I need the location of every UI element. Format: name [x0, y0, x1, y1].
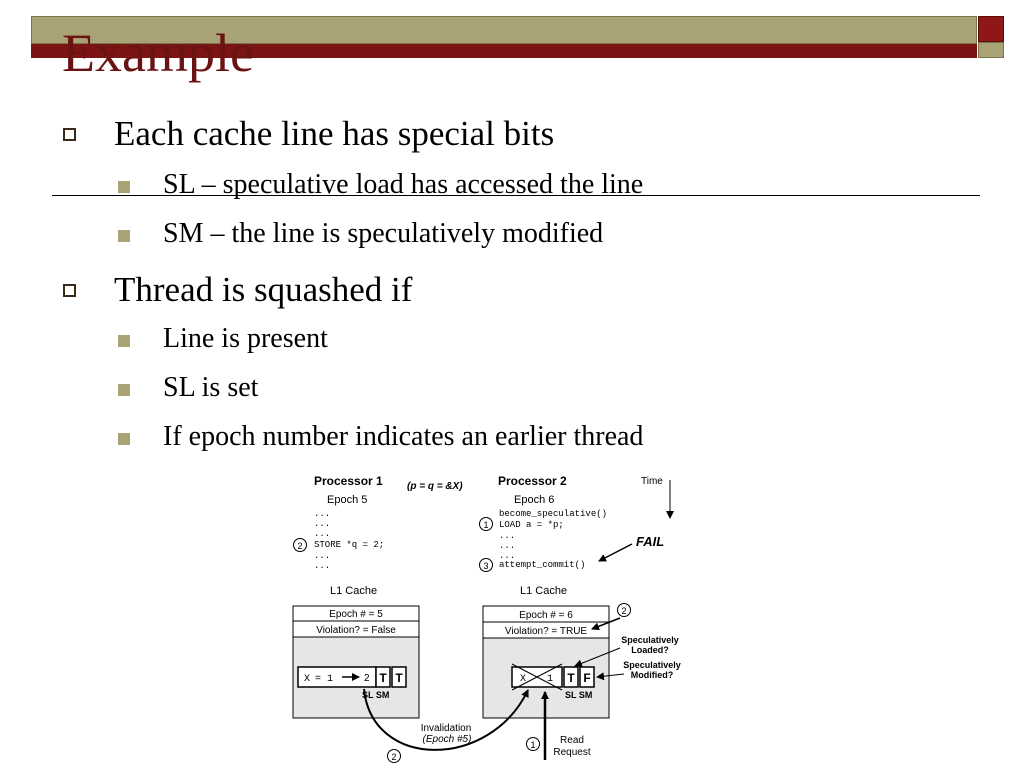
step-2-circle-icon — [387, 749, 401, 763]
bullet-1-text: Each cache line has special bits — [114, 114, 555, 153]
step-2-number: 2 — [297, 541, 302, 551]
step-1-number: 1 — [530, 740, 535, 750]
square-bullet-icon — [118, 335, 130, 347]
step-2-number: 2 — [621, 606, 626, 616]
cache-1-sl-value: T — [379, 671, 387, 685]
cache-1-violation-row — [292, 620, 420, 638]
header-olive-bar — [31, 16, 977, 44]
spec-modified-arrow-icon — [596, 672, 625, 681]
fail-arrow-icon — [598, 543, 633, 562]
p2-code-line: ... — [499, 551, 515, 561]
cache-1-label: L1 Cache — [330, 585, 377, 597]
p1-code-line: ... — [314, 529, 330, 539]
cache-1-slsm-label: SL SM — [362, 690, 389, 700]
square-bullet-icon — [118, 384, 130, 396]
cache-2-violation: Violation? = TRUE — [505, 626, 588, 637]
cache-2-slsm-label: SL SM — [565, 690, 592, 700]
header-maroon-bar — [31, 44, 977, 58]
cache-2-sl-value: T — [567, 671, 575, 685]
bullet-2-sub-1: Line is present — [163, 323, 328, 354]
cache-1-line-new: 2 — [364, 673, 370, 684]
bullet-2-sub-2: SL is set — [163, 372, 259, 403]
read-request-label: Request — [553, 747, 590, 758]
cache-2-line-val: 1 — [547, 674, 553, 685]
cache-1-line-var: X — [304, 674, 310, 685]
p2-epoch: Epoch 6 — [514, 494, 554, 506]
bullet-2-text: Thread is squashed if — [114, 270, 413, 309]
hollow-square-bullet-icon — [63, 284, 76, 297]
spec-loaded-arrow-icon — [574, 647, 621, 668]
bullet-1-sub-1: SL – speculative load has accessed the l… — [163, 169, 644, 200]
bullet-2-sub-3: If epoch number indicates an earlier thr… — [163, 421, 644, 452]
cache-2-sl-bit — [563, 666, 579, 688]
p2-code-line: attempt_commit() — [499, 560, 585, 570]
invalidation-epoch: (Epoch #5) — [423, 734, 472, 745]
step-1-number: 1 — [483, 520, 488, 530]
invalidation-arrow-icon — [363, 688, 529, 751]
horizontal-rule — [52, 195, 980, 196]
read-request-label: Read — [560, 735, 584, 746]
step-2-circle-icon — [293, 538, 307, 552]
shared-pointer-expression: (p = q = &X) — [407, 481, 463, 492]
cache-2-violation-row — [482, 621, 610, 639]
fail-label: FAIL — [636, 534, 664, 549]
step-2-circle-icon — [617, 603, 631, 617]
bullet-1-sub-2: SM – the line is speculatively modified — [163, 218, 604, 249]
cache-1-epoch: Epoch # = 5 — [329, 609, 383, 620]
spec-loaded-label: Loaded? — [631, 645, 669, 655]
p2-code-line: ... — [499, 531, 515, 541]
corner-olive-square — [978, 42, 1004, 58]
p1-code-line: ... — [314, 509, 330, 519]
cache-1-violation: Violation? = False — [316, 625, 396, 636]
p2-code-line: LOAD a = *p; — [499, 520, 564, 530]
slide-title: Example — [62, 23, 254, 83]
p1-code-line: ... — [314, 519, 330, 529]
step-2-number: 2 — [391, 752, 396, 762]
p2-code-line: become_speculative() — [499, 509, 607, 519]
p1-code-line: STORE *q = 2; — [314, 540, 384, 550]
step-1-circle-icon — [479, 517, 493, 531]
step-3-circle-icon — [479, 558, 493, 572]
invalidation-label: Invalidation — [421, 723, 472, 734]
cache-2-epoch: Epoch # = 6 — [519, 610, 573, 621]
corner-red-square — [978, 16, 1004, 42]
p1-code-line: ... — [314, 551, 330, 561]
cache-1-sm-bit — [391, 666, 407, 688]
hollow-square-bullet-icon — [63, 128, 76, 141]
step-3-number: 3 — [483, 561, 488, 571]
spec-loaded-label: Speculatively — [621, 635, 679, 645]
step-1-circle-icon — [526, 737, 540, 751]
square-bullet-icon — [118, 433, 130, 445]
cache-1-sl-bit — [375, 666, 391, 688]
p2-code-line: ... — [499, 541, 515, 551]
cache-2-line-var: X — [520, 674, 526, 685]
p2-title: Processor 2 — [498, 474, 567, 488]
cache-2-sm-bit — [579, 666, 595, 688]
cache-1-line-old: = 1 — [315, 674, 333, 685]
spec-modified-label: Modified? — [631, 670, 674, 680]
invalidated-cross-icon — [511, 663, 563, 691]
spec-modified-label: Speculatively — [623, 660, 681, 670]
square-bullet-icon — [118, 181, 130, 193]
cache-2-label: L1 Cache — [520, 585, 567, 597]
time-label: Time — [641, 476, 663, 487]
square-bullet-icon — [118, 230, 130, 242]
p1-code-line: ... — [314, 561, 330, 571]
p1-title: Processor 1 — [314, 474, 383, 488]
p1-epoch: Epoch 5 — [327, 494, 367, 506]
violation-arrow-icon — [591, 617, 621, 631]
cache-1-sm-value: T — [395, 671, 403, 685]
cache-2-sm-value: F — [583, 671, 590, 685]
